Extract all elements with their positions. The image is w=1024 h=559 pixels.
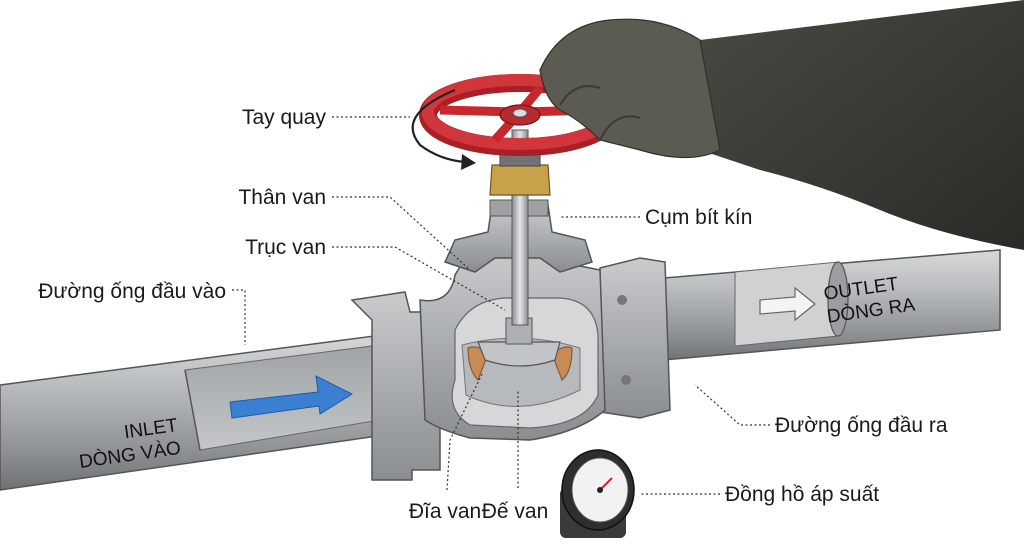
label-seat: Đế van	[482, 500, 549, 523]
rotation-arrow-icon	[411, 88, 476, 170]
label-disc: Đĩa van	[409, 500, 481, 523]
leader-lines	[232, 116, 770, 495]
label-bonnet: Thân van	[238, 186, 326, 209]
flow-arrow-icon	[229, 375, 354, 419]
outlet-arrow-icon	[759, 286, 816, 322]
label-handwheel: Tay quay	[242, 106, 327, 129]
label-gauge: Đồng hồ áp suất	[725, 483, 879, 506]
inlet-pipe	[0, 329, 421, 491]
label-inlet-pipe: Đường ống đầu vào	[38, 280, 226, 303]
gauge-icon	[560, 449, 635, 538]
valve-disc	[477, 317, 561, 367]
label-packing: Cụm bít kín	[645, 206, 752, 229]
outlet-pipe	[639, 249, 1001, 363]
packing-nut	[489, 151, 551, 196]
glove-icon	[539, 0, 1024, 250]
label-outlet-pipe: Đường ống đầu ra	[775, 414, 948, 437]
label-stem: Trục van	[245, 236, 326, 259]
